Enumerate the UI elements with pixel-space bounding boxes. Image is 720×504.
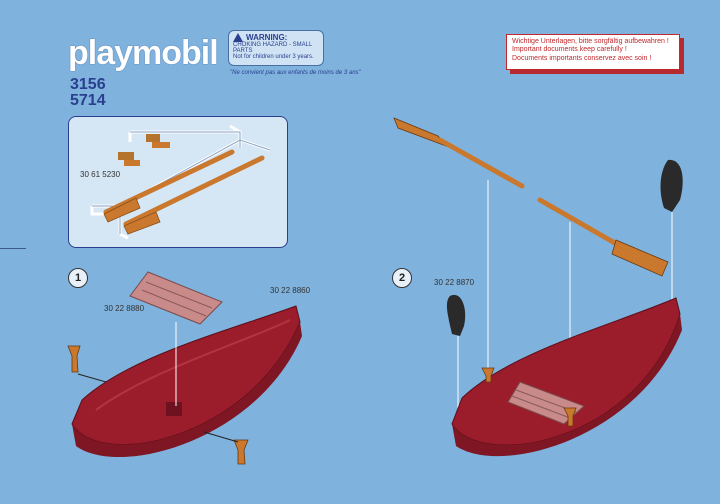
warning-triangle-icon: [233, 33, 243, 42]
warning-title-text: WARNING:: [246, 33, 288, 42]
divider-line: [0, 248, 26, 249]
product-code-1: 3156: [70, 76, 106, 93]
step-2-figurehead: [446, 294, 466, 336]
parts-panel: [68, 116, 288, 248]
product-code-2: 5714: [70, 92, 106, 109]
sprue-oar-2: [123, 155, 265, 235]
step-2-oar-2: [537, 197, 669, 277]
warning-note: "Ne convient pas aux enfants de moins de…: [230, 70, 361, 76]
step-2-boat-hull: [451, 297, 682, 457]
step-2-badge: 2: [392, 268, 412, 288]
warning-line-2: Not for children under 3 years.: [233, 54, 314, 60]
step-2-code-figurehead: 30 22 8870: [434, 278, 475, 287]
documents-notice: Wichtige Unterlagen, bitte sorgfältig au…: [506, 34, 680, 70]
step-1-boat-hull: [71, 305, 302, 458]
step-1-oarlock-right: [203, 431, 249, 465]
notice-line-1: Wichtige Unterlagen, bitte sorgfältig au…: [512, 38, 669, 45]
step-2-stern-figure: [660, 159, 683, 212]
parts-sprue: [90, 124, 271, 240]
brand-logo: playmobil: [68, 34, 219, 72]
step-1-code-hull: 30 22 8860: [270, 286, 311, 295]
sprue-oar-1: [103, 149, 235, 223]
step-2-oar-1: [393, 117, 525, 189]
step-1-oarlock-left: [67, 345, 107, 383]
step-1-code-seat: 30 22 8880: [104, 304, 145, 313]
step-2-oarlocks: [481, 367, 577, 427]
warning-title: WARNING:: [233, 33, 319, 42]
notice-line-2: Important documents keep carefully !: [512, 46, 627, 54]
step-1-seat-plank: [129, 271, 223, 325]
parts-panel-code: 30 61 5230: [80, 170, 121, 179]
step-1-badge: 1: [68, 268, 88, 288]
sprue-oarlocks: [118, 134, 170, 166]
warning-line-1: CHOKING HAZARD - SMALL PARTS: [233, 42, 313, 54]
notice-line-3: Documents importants conservez avec soin…: [512, 54, 652, 62]
warning-box: WARNING: CHOKING HAZARD - SMALL PARTS No…: [228, 30, 324, 66]
